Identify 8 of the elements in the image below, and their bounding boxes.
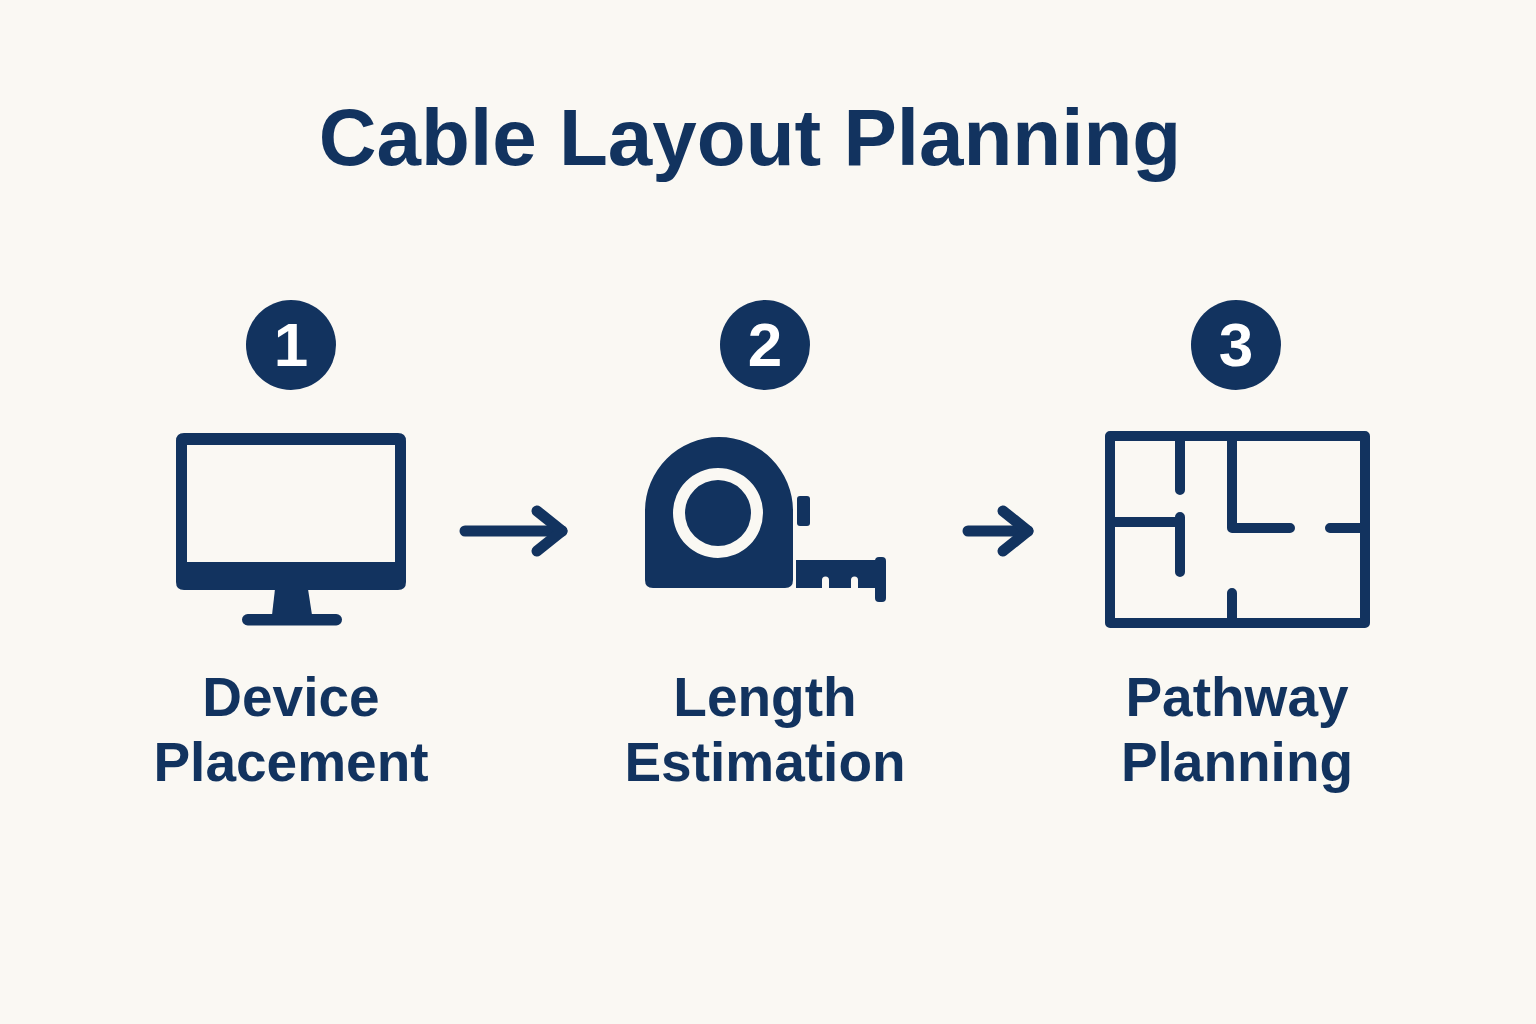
step-caption: Pathway Planning [1119,665,1355,795]
step-number-marker: 1 [246,300,336,390]
step-caption: Device Placement [152,665,430,795]
arrow [962,505,1034,557]
arrow [459,505,568,557]
step-number-marker: 2 [720,300,810,390]
step-number-marker: 3 [1191,300,1281,390]
step-caption: Length Estimation [623,665,907,795]
